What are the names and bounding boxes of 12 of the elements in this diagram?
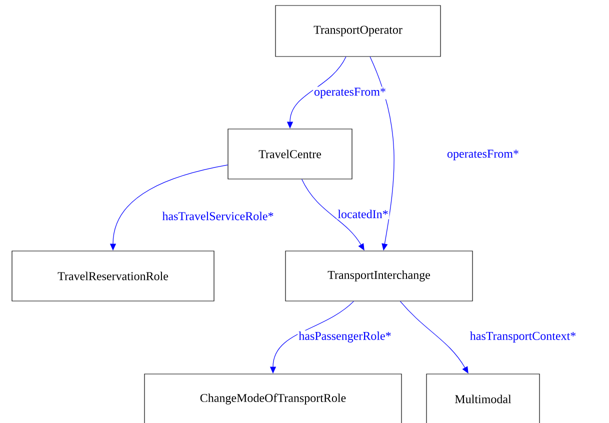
class-box: TransportOperator: [275, 5, 441, 57]
edge-label: operatesFrom*: [446, 148, 520, 162]
class-box: TransportInterchange: [285, 250, 473, 302]
class-box: TravelCentre: [228, 128, 352, 180]
class-box: ChangeModeOfTransportRole: [144, 374, 402, 423]
class-box: TravelReservationRole: [12, 250, 214, 302]
edge-label: hasTransportContext*: [468, 330, 578, 344]
edge-label: hasPassengerRole*: [298, 330, 392, 344]
class-box: Multimodal: [426, 374, 540, 423]
edge-label: operatesFrom*: [313, 86, 387, 100]
edge-label: locatedIn*: [336, 208, 390, 220]
edge-label: hasTravelServiceRole*: [161, 210, 275, 222]
